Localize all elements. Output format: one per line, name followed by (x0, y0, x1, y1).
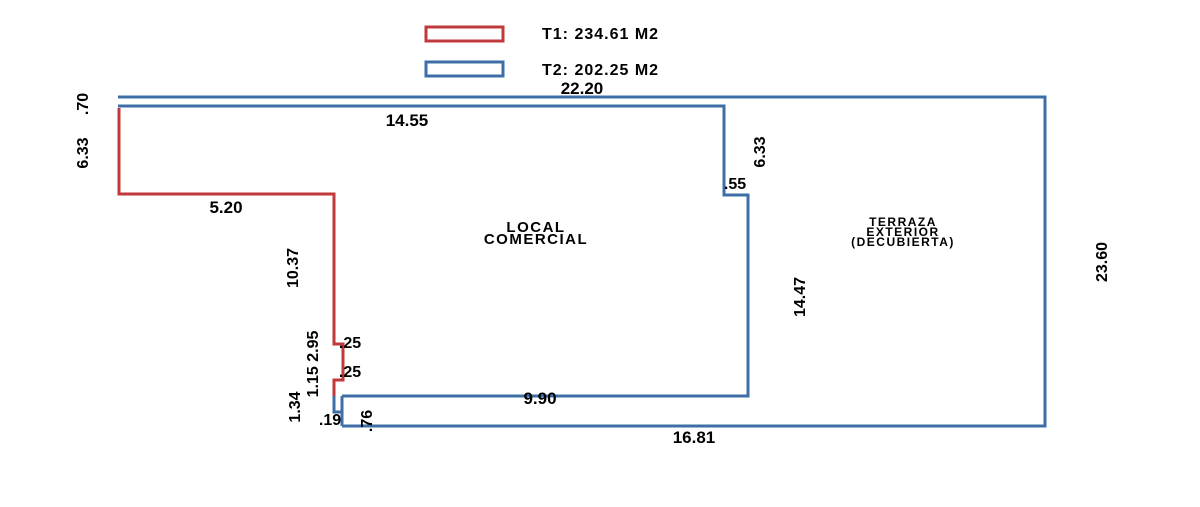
room-local-line1: LOCAL (506, 219, 565, 236)
legend-t1-label: T1: 234.61 M2 (542, 26, 659, 43)
dim-right-inner-upper: 6.33 (752, 136, 769, 167)
room-labels: LOCAL COMERCIAL TERRAZA EXTERIOR (DECUBI… (484, 215, 955, 249)
legend-t2-swatch (424, 60, 505, 78)
t2-inner-boundary (118, 104, 750, 398)
dim-left-top-offset: .70 (75, 93, 92, 115)
room-terraza-line2: EXTERIOR (866, 225, 939, 239)
legend: T1: 234.61 M2 T2: 202.25 M2 (424, 25, 659, 79)
dim-bottom-left-tiny: .76 (359, 410, 376, 432)
dim-outer-right: 23.60 (1094, 242, 1111, 282)
t1-boundary (117, 108, 345, 396)
legend-t1-swatch (424, 25, 505, 43)
dimension-labels: 22.20 14.55 .70 6.33 6.33 .55 5.20 10.37… (75, 79, 1111, 447)
legend-t2-label: T2: 202.25 M2 (542, 62, 659, 79)
dim-right-inner-lower: 14.47 (792, 277, 809, 317)
t2-outline (118, 95, 1047, 428)
dim-notch-top: .25 (339, 335, 361, 352)
dim-bottom-left-vertical: 1.34 (287, 391, 304, 422)
room-local-line2: COMERCIAL (484, 231, 588, 248)
dim-notch-stack: 1.15 2.95 (305, 331, 322, 398)
dim-left-middle: 10.37 (285, 248, 302, 288)
dim-bottom-outer: 16.81 (673, 428, 716, 447)
room-terraza-line1: TERRAZA (869, 215, 937, 229)
dim-middle-horizontal: 5.20 (209, 198, 242, 217)
room-terraza-line3: (DECUBIERTA) (851, 235, 955, 249)
dim-left-upper: 6.33 (75, 137, 92, 168)
t1-outline (117, 108, 345, 396)
dim-top-outer: 22.20 (561, 79, 604, 98)
dim-top-inner: 14.55 (386, 111, 429, 130)
dim-bottom-inner: 9.90 (523, 389, 556, 408)
dim-notch-bottom: .25 (339, 364, 361, 381)
t2-outer-boundary (118, 95, 1047, 428)
dim-step-right: .55 (724, 176, 746, 193)
t2-bottom-left-tail (332, 396, 342, 414)
dim-bottom-left-small: .19 (319, 412, 341, 429)
